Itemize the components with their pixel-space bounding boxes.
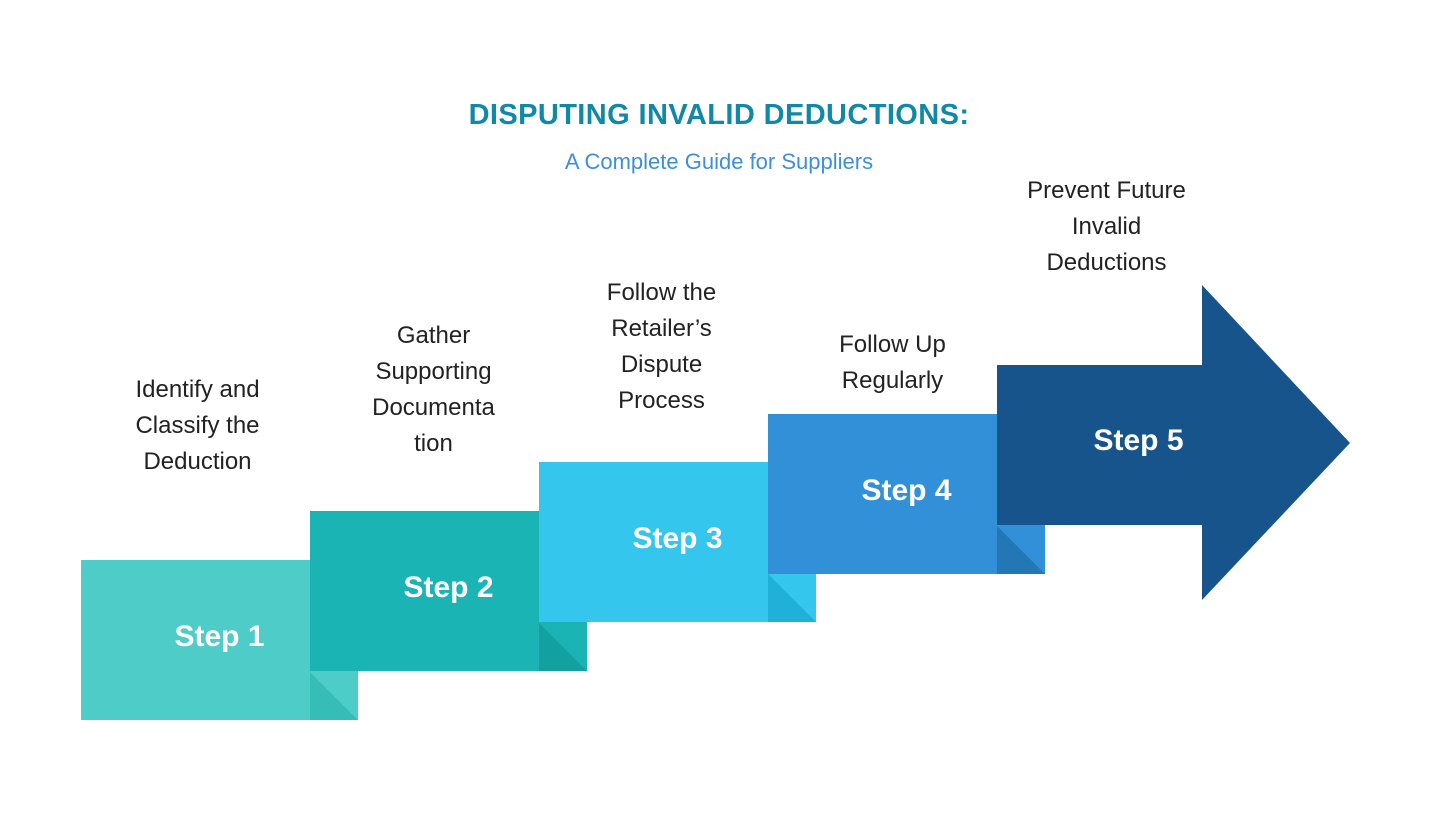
step-5-shape[interactable]: [997, 285, 1350, 600]
step-5-description: Prevent Future Invalid Deductions: [1027, 177, 1186, 276]
step-3-description: Follow the Retailer’s Dispute Process: [606, 279, 717, 414]
header-block: DISPUTING INVALID DEDUCTIONS: A Complete…: [0, 98, 1438, 175]
step-2-description: Gather Supporting Documenta tion: [372, 322, 495, 457]
step-2-name: Step 2: [403, 571, 494, 604]
page-subtitle: A Complete Guide for Suppliers: [564, 148, 874, 174]
page-title: DISPUTING INVALID DEDUCTIONS:: [468, 99, 970, 131]
step-3-name: Step 3: [632, 522, 723, 555]
step-1-name: Step 1: [174, 620, 265, 653]
step-4-name: Step 4: [861, 474, 952, 507]
step-1-description: Identify and Classify the Deduction: [135, 376, 260, 475]
step-4-description: Follow Up Regularly: [839, 331, 946, 394]
step-5-name: Step 5: [1093, 424, 1184, 457]
